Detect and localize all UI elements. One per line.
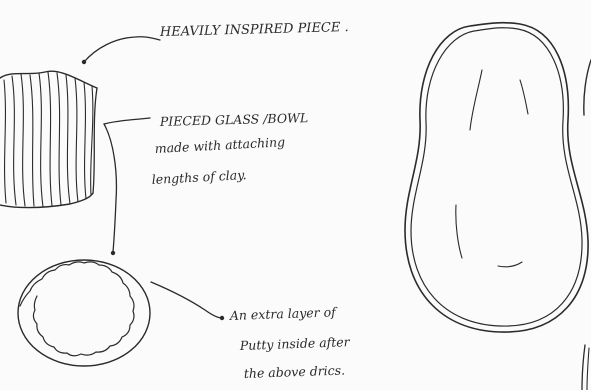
putty-oval-sketch [18, 260, 150, 366]
inspired-piece-label: HEAVILY INSPIRED PIECE . [159, 20, 349, 40]
extra-layer-label-line1: An extra layer of [229, 304, 339, 323]
extra-layer-label-line2: Putty inside after [239, 334, 351, 353]
large-dish-sketch [405, 23, 588, 332]
pieced-bowl-sketch [0, 71, 97, 207]
extra-layer-leader [151, 282, 224, 320]
pieced-glass-label-line3: lengths of clay. [151, 167, 247, 187]
pieced-glass-label-line1: PIECED GLASS /BOWL [159, 110, 309, 129]
inspired-piece-leader [82, 37, 160, 64]
pieced-glass-leader [104, 118, 150, 255]
extra-layer-label-line3: the above drics. [244, 362, 346, 381]
pieced-glass-label-line2: made with attaching [154, 134, 285, 156]
